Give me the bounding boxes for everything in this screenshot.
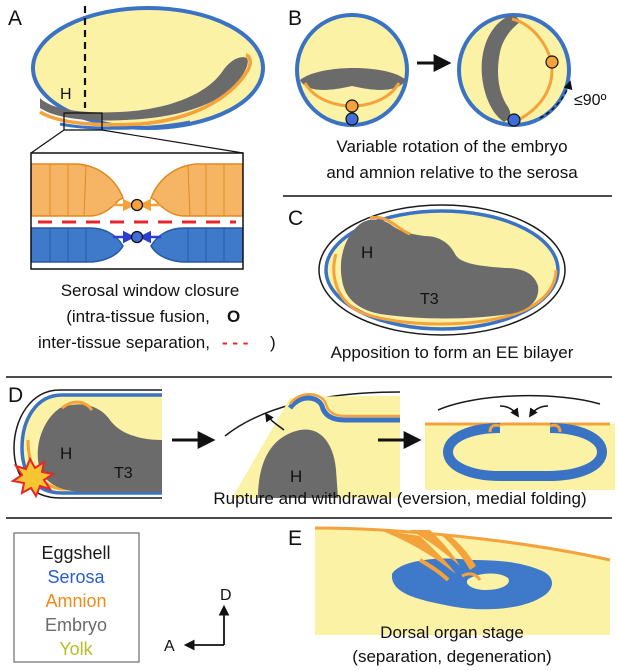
panel-d-head-label: H [60,444,72,463]
axis-anterior-label: A [164,638,175,655]
panel-a-zoom-line-left [30,129,65,154]
panel-d-rupture-burst [10,456,56,499]
panel-b-letter: B [288,7,302,30]
panel-b-caption-line-2: and amnion relative to the serosa [326,163,578,182]
panel-e-caption-line-1: Dorsal organ stage [380,623,524,642]
panel-b-caption-line-1: Variable rotation of the embryo [336,137,567,156]
panel-d-embryo [37,404,162,492]
legend-item-amnion: Amnion [45,591,106,611]
legend-item-embryo: Embryo [45,615,107,635]
panel-a-amnion [39,53,252,127]
panel-b: B ≤90º Variable rotation of the embryo a… [288,7,607,182]
panel-e-letter: E [288,527,302,550]
panel-e-caption-line-2: (separation, degeneration) [352,647,551,666]
panel-d-letter: D [8,384,23,407]
axis-dorsal-label: D [220,587,232,604]
panel-d-serosa [20,393,162,495]
panel-a-caption-line-1: Serosal window closure [61,281,240,300]
panel-d: D H T3 H [8,384,615,508]
panel-a-embryo [40,57,248,121]
panel-c-eggshell [318,204,566,336]
panel-b-embryo-right [481,15,520,123]
panel-c-embryo [340,219,539,319]
panel-a-letter: A [8,7,22,30]
panel-a-caption-line-3: inter-tissue separation, [38,333,210,352]
panel-d-eggshell [13,389,162,499]
panel-c-letter: C [288,207,303,230]
panel-b-rotation-arrow [539,80,573,119]
legend-item-yolk: Yolk [59,639,93,659]
panel-a-zoom-line-right [101,129,244,154]
panel-d-segment-label: T3 [114,465,133,482]
panel-a-separation-symbol: - - - [222,333,248,352]
panel-a-close-paren: ) [270,333,276,352]
panel-b-angle-label: ≤90º [574,92,607,109]
panel-c-segment-label: T3 [420,291,439,308]
panel-a-caption-line-2: (intra-tissue fusion, [66,307,210,326]
panel-d-caption: Rupture and withdrawal (eversion, medial… [213,489,586,508]
legend-item-serosa: Serosa [47,567,105,587]
panel-c-head-label: H [361,243,373,262]
panel-a-zoom-source [63,112,103,131]
panel-e-serosa-organ [391,558,552,610]
panel-b-embryo-left [300,68,406,90]
panel-c-caption: Apposition to form an EE bilayer [331,343,574,362]
panel-a: A H [8,6,276,352]
panel-a-serosa-inner [59,120,191,130]
orientation-axes: D A [164,587,232,655]
legend-item-eggshell: Eggshell [41,543,110,563]
legend-box [13,532,140,663]
legend: Eggshell Serosa Amnion Embryo Yolk [13,532,140,663]
panel-a-inset [31,153,243,269]
panel-c: C H T3 Apposition to form an EE bilayer [288,204,574,362]
panel-c-amnion [332,253,558,326]
panel-a-fusion-symbol: O [227,307,240,326]
panel-d-head-label-2: H [290,467,302,486]
panel-a-inset-frame [30,152,244,270]
panel-e: E Dorsal organ stage (separation, degene… [288,526,611,666]
panel-a-head-label: H [60,86,72,103]
panel-b-amnion-right [511,17,554,124]
